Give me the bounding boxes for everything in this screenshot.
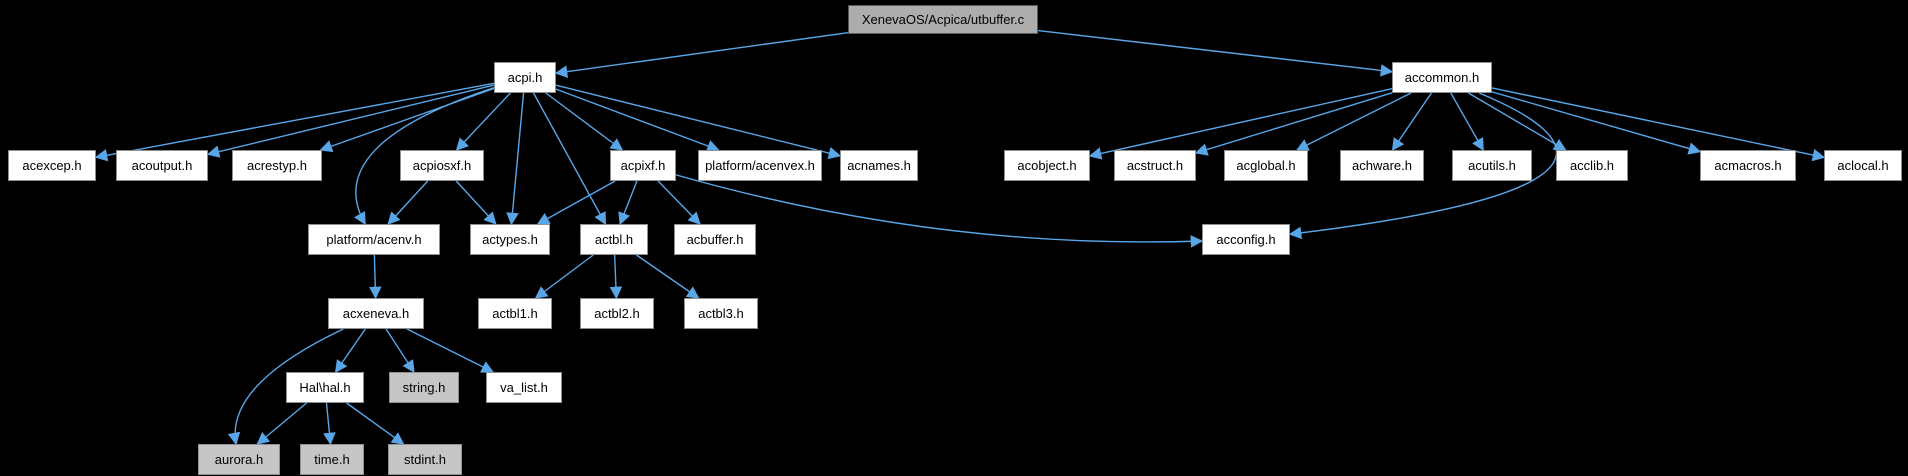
- node-acrestyp[interactable]: acrestyp.h: [232, 150, 322, 181]
- node-acconfig[interactable]: acconfig.h: [1202, 224, 1290, 255]
- edge-actbl-actbl3: [636, 254, 700, 299]
- node-utbuffer: XenevaOS/Acpica/utbuffer.c: [848, 5, 1038, 34]
- edge-accommon-acconfig: [1288, 92, 1558, 240]
- edge-acxeneva-string: [385, 328, 415, 374]
- node-acpixf[interactable]: acpixf.h: [610, 150, 676, 181]
- node-acxeneva[interactable]: acxeneva.h: [328, 298, 424, 329]
- node-hal[interactable]: Hal\hal.h: [286, 372, 364, 403]
- node-acenv[interactable]: platform/acenv.h: [308, 224, 440, 255]
- node-actbl1[interactable]: actbl1.h: [478, 298, 552, 329]
- node-actbl2[interactable]: actbl2.h: [580, 298, 654, 329]
- edge-acpixf-actypes: [536, 180, 616, 225]
- edge-acpi-acoutput: [206, 84, 495, 158]
- edge-accommon-achware: [1391, 92, 1433, 152]
- node-string[interactable]: string.h: [389, 372, 459, 403]
- edge-acpiosxf-acenv: [387, 180, 429, 225]
- edge-acpiosxf-actypes: [455, 180, 497, 225]
- edge-acpi-acnames: [555, 84, 842, 160]
- node-time[interactable]: time.h: [300, 444, 364, 475]
- edge-accommon-acmacros: [1491, 91, 1702, 155]
- node-acexcep[interactable]: acexcep.h: [8, 150, 96, 181]
- node-aclocal[interactable]: aclocal.h: [1824, 150, 1902, 181]
- edge-acpixf-acbuffer: [657, 180, 701, 225]
- edge-utbuffer-accommon: [1037, 29, 1394, 77]
- edge-acpi-actbl: [532, 92, 607, 226]
- node-acpi[interactable]: acpi.h: [494, 62, 556, 93]
- node-actypes[interactable]: actypes.h: [470, 224, 550, 255]
- edge-acpi-acpixf: [545, 92, 624, 151]
- node-acstruct[interactable]: acstruct.h: [1114, 150, 1196, 181]
- edge-acpixf-actbl: [618, 180, 638, 226]
- node-acnames[interactable]: acnames.h: [840, 150, 918, 181]
- node-acmacros[interactable]: acmacros.h: [1700, 150, 1796, 181]
- node-achware[interactable]: achware.h: [1340, 150, 1424, 181]
- node-acpiosxf[interactable]: acpiosxf.h: [400, 150, 484, 181]
- edge-accommon-acobject: [1088, 87, 1393, 160]
- edge-acenv-acxeneva: [368, 254, 382, 300]
- edge-hal-aurora: [256, 402, 307, 445]
- edge-acpi-actypes: [506, 92, 525, 226]
- edge-accommon-acutils: [1450, 92, 1484, 152]
- edge-accommon-acclib: [1468, 92, 1567, 151]
- node-acoutput[interactable]: acoutput.h: [116, 150, 208, 181]
- node-acclib[interactable]: acclib.h: [1556, 150, 1628, 181]
- edge-acpi-acrestyp: [319, 87, 495, 153]
- node-actbl3[interactable]: actbl3.h: [684, 298, 758, 329]
- node-acglobal[interactable]: acglobal.h: [1224, 150, 1308, 181]
- node-accommon[interactable]: accommon.h: [1392, 62, 1492, 93]
- edge-acpi-acexcep: [94, 82, 495, 162]
- edge-acpi-acenv: [354, 87, 495, 226]
- node-acutils[interactable]: acutils.h: [1452, 150, 1532, 181]
- edge-utbuffer-acpi: [554, 31, 849, 78]
- node-acobject[interactable]: acobject.h: [1004, 150, 1090, 181]
- node-stdint[interactable]: stdint.h: [388, 444, 462, 475]
- edge-acxeneva-aurora: [227, 328, 344, 446]
- edge-accommon-acglobal: [1295, 92, 1412, 151]
- edge-hal-stdint: [346, 402, 405, 445]
- node-acenvex[interactable]: platform/acenvex.h: [698, 150, 822, 181]
- edge-acpi-acenvex: [555, 88, 720, 152]
- edge-acxeneva-valist: [406, 328, 495, 373]
- node-acbuffer[interactable]: acbuffer.h: [674, 224, 756, 255]
- edge-acpi-acpiosxf: [455, 92, 511, 151]
- edge-actbl-actbl1: [534, 254, 594, 299]
- node-aurora[interactable]: aurora.h: [198, 444, 280, 475]
- edge-accommon-acstruct: [1194, 92, 1393, 156]
- edge-acxeneva-hal: [334, 328, 366, 374]
- edge-hal-time: [323, 402, 336, 446]
- edge-accommon-aclocal: [1491, 87, 1826, 162]
- node-actbl[interactable]: actbl.h: [580, 224, 648, 255]
- edge-acpixf-acconfig: [675, 174, 1204, 248]
- node-valist[interactable]: va_list.h: [486, 372, 562, 403]
- edge-actbl-actbl2: [609, 254, 623, 300]
